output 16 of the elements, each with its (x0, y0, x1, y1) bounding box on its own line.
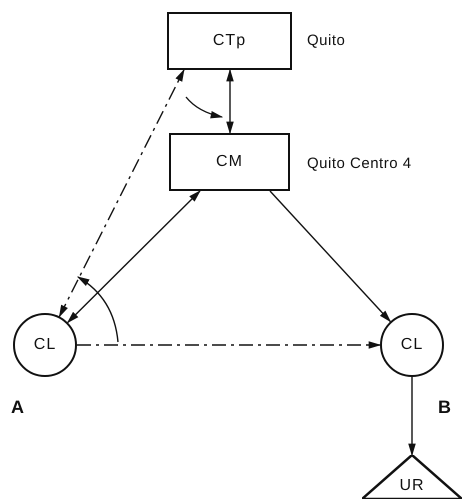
dashed-arrow (58, 68, 185, 318)
arrow (66, 190, 201, 324)
dashed-arrow (77, 341, 382, 349)
node-caption: A (11, 397, 24, 418)
arrow (408, 377, 416, 456)
node-label: CTp (212, 32, 246, 50)
node-caption: B (438, 397, 452, 418)
arrow (226, 68, 234, 134)
node-label: CL (34, 336, 56, 354)
node-caption: Quito Centro 4 (307, 155, 412, 172)
arrow (269, 190, 392, 322)
triangle-node (362, 455, 462, 499)
node-label: UR (399, 477, 425, 495)
node-caption: Quito (307, 32, 346, 49)
node-label: CM (216, 153, 243, 171)
node-label: CL (400, 336, 424, 354)
